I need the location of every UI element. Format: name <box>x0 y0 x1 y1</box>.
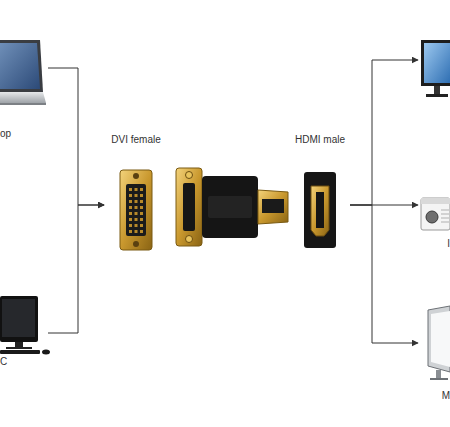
signal-arrow <box>350 205 418 343</box>
laptop-base <box>0 92 46 103</box>
pc-screen <box>2 299 35 337</box>
pc-keyboard <box>0 350 40 354</box>
monitor-illustration <box>428 306 450 380</box>
tv-node <box>418 36 450 100</box>
pc-illustration <box>0 296 50 355</box>
hdmi-port-illustration <box>304 172 336 248</box>
dvi-screw <box>133 241 139 247</box>
dvi-port-insert <box>126 184 146 236</box>
adapter-hdmi-plug <box>258 190 288 224</box>
hdmi-port-tongue <box>316 192 324 228</box>
monitor-node: M <box>418 302 450 402</box>
laptop-illustration <box>0 40 46 105</box>
signal-arrow <box>48 68 104 205</box>
monitor-frame <box>428 306 450 372</box>
tv-frame <box>421 40 450 86</box>
device-label: I <box>447 238 450 250</box>
hdmi-port-node: HDMI male <box>290 134 350 254</box>
device-label: C <box>0 356 7 368</box>
monitor-stand <box>436 370 441 378</box>
laptop-node: op <box>0 36 48 140</box>
adapter-dvi-socket <box>183 183 195 231</box>
dvi-pins <box>129 188 143 233</box>
pc-node: C <box>0 292 48 368</box>
adapter-screw <box>186 172 193 179</box>
device-label: op <box>0 128 11 140</box>
tv-screen <box>424 43 450 83</box>
projector-vents <box>441 210 449 222</box>
projector-top <box>421 198 450 204</box>
hdmi-port-plug <box>311 186 329 236</box>
device-label: HDMI male <box>295 134 345 146</box>
hdmi-port-shell <box>304 172 336 248</box>
adapter-illustration <box>176 168 288 246</box>
adapter-body <box>202 176 258 238</box>
tv-illustration <box>421 40 450 97</box>
pc-mouse <box>42 350 50 355</box>
pc-foot <box>6 347 32 349</box>
tv-stand <box>434 86 440 94</box>
dvi-port-shell <box>120 170 152 250</box>
adapter-hdmi-tongue <box>262 199 284 213</box>
projector-lens <box>426 211 438 223</box>
signal-arrow <box>350 60 418 205</box>
signal-arrow <box>48 205 104 333</box>
adapter-body-panel <box>208 196 252 218</box>
laptop-edge <box>0 103 46 105</box>
adapter-dvi-face <box>176 168 202 246</box>
pc-monitor <box>0 296 38 342</box>
dvi-port-node: DVI female <box>104 134 168 254</box>
laptop-screen <box>0 43 40 89</box>
adapter-screw <box>186 236 193 243</box>
signal-arrow <box>350 205 418 206</box>
device-label: M <box>442 390 450 402</box>
dvi-screw <box>133 173 139 179</box>
dvi-port-illustration <box>120 170 152 250</box>
projector-illustration <box>421 198 450 230</box>
monitor-foot <box>430 378 448 380</box>
pc-stand <box>15 342 23 347</box>
tv-foot <box>426 94 448 97</box>
monitor-screen <box>431 311 450 367</box>
device-label: DVI female <box>111 134 160 146</box>
projector-node: I <box>418 192 450 250</box>
projector-body <box>421 198 450 230</box>
laptop-lid <box>0 40 43 92</box>
